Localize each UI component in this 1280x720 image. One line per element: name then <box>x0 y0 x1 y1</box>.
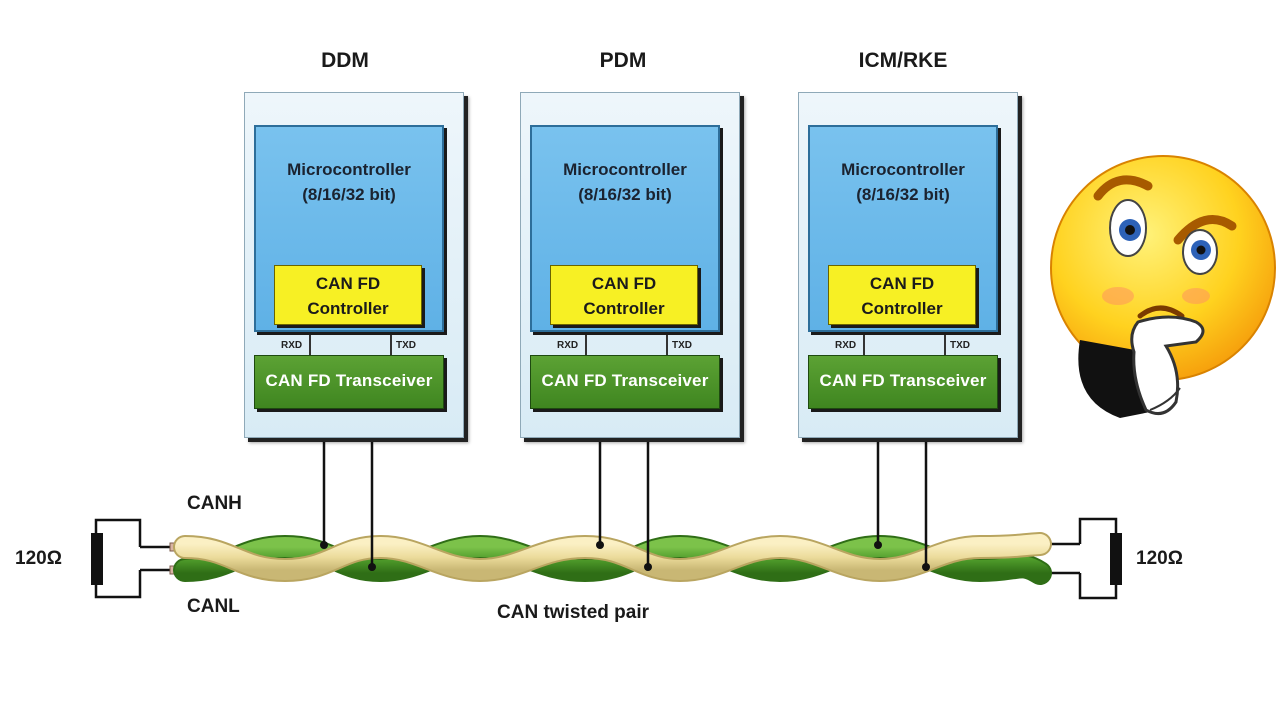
txd-label: TXD <box>396 340 416 351</box>
left-resistor-icon <box>91 533 103 585</box>
mcu-label-line2: (8/16/32 bit) <box>856 185 950 204</box>
left-resistor-label: 120Ω <box>15 548 62 569</box>
rxd-line <box>863 335 865 355</box>
microcontroller-block: Microcontroller (8/16/32 bit) CAN FD Con… <box>808 125 998 332</box>
txd-line <box>944 335 946 355</box>
ecu-node-pdm: Microcontroller (8/16/32 bit) CAN FD Con… <box>520 92 740 438</box>
mcu-label-line1: Microcontroller <box>563 160 687 179</box>
twisted-pair-label: CAN twisted pair <box>497 602 650 623</box>
mcu-label-line1: Microcontroller <box>287 160 411 179</box>
bus-junctions <box>320 541 930 571</box>
mcu-label-line1: Microcontroller <box>841 160 965 179</box>
twisted-pair-cable <box>173 532 1052 585</box>
mcu-label-line2: (8/16/32 bit) <box>302 185 396 204</box>
right-resistor-label: 120Ω <box>1136 548 1183 569</box>
can-fd-controller-block: CAN FD Controller <box>828 265 976 325</box>
mcu-label-line2: (8/16/32 bit) <box>578 185 672 204</box>
controller-label-line2: Controller <box>307 299 389 318</box>
can-fd-controller-block: CAN FD Controller <box>550 265 698 325</box>
right-termination <box>1035 517 1122 600</box>
can-fd-controller-block: CAN FD Controller <box>274 265 422 325</box>
rxd-label: RXD <box>557 340 579 351</box>
txd-line <box>390 335 392 355</box>
node-title-ddm: DDM <box>321 49 369 72</box>
controller-label-line1: CAN FD <box>315 274 381 293</box>
thinking-face-emoji-icon <box>1050 155 1276 418</box>
canl-label: CANL <box>187 596 240 617</box>
ecu-node-ddm: Microcontroller (8/16/32 bit) CAN FD Con… <box>244 92 464 438</box>
can-fd-transceiver-block: CAN FD Transceiver <box>808 355 998 409</box>
left-termination <box>91 518 185 599</box>
node-title-icm-rke: ICM/RKE <box>858 49 948 72</box>
right-resistor-icon <box>1110 533 1122 585</box>
txd-label: TXD <box>672 340 692 351</box>
can-fd-transceiver-block: CAN FD Transceiver <box>254 355 444 409</box>
controller-label-line2: Controller <box>583 299 665 318</box>
rxd-line <box>585 335 587 355</box>
controller-label-line1: CAN FD <box>591 274 657 293</box>
rxd-line <box>309 335 311 355</box>
txd-line <box>666 335 668 355</box>
can-fd-transceiver-block: CAN FD Transceiver <box>530 355 720 409</box>
controller-label-line1: CAN FD <box>869 274 935 293</box>
node-title-pdm: PDM <box>599 49 647 72</box>
microcontroller-block: Microcontroller (8/16/32 bit) CAN FD Con… <box>254 125 444 332</box>
ecu-node-icm-rke: Microcontroller (8/16/32 bit) CAN FD Con… <box>798 92 1018 438</box>
txd-label: TXD <box>950 340 970 351</box>
rxd-label: RXD <box>835 340 857 351</box>
canh-label: CANH <box>187 493 242 514</box>
microcontroller-block: Microcontroller (8/16/32 bit) CAN FD Con… <box>530 125 720 332</box>
rxd-label: RXD <box>281 340 303 351</box>
controller-label-line2: Controller <box>861 299 943 318</box>
